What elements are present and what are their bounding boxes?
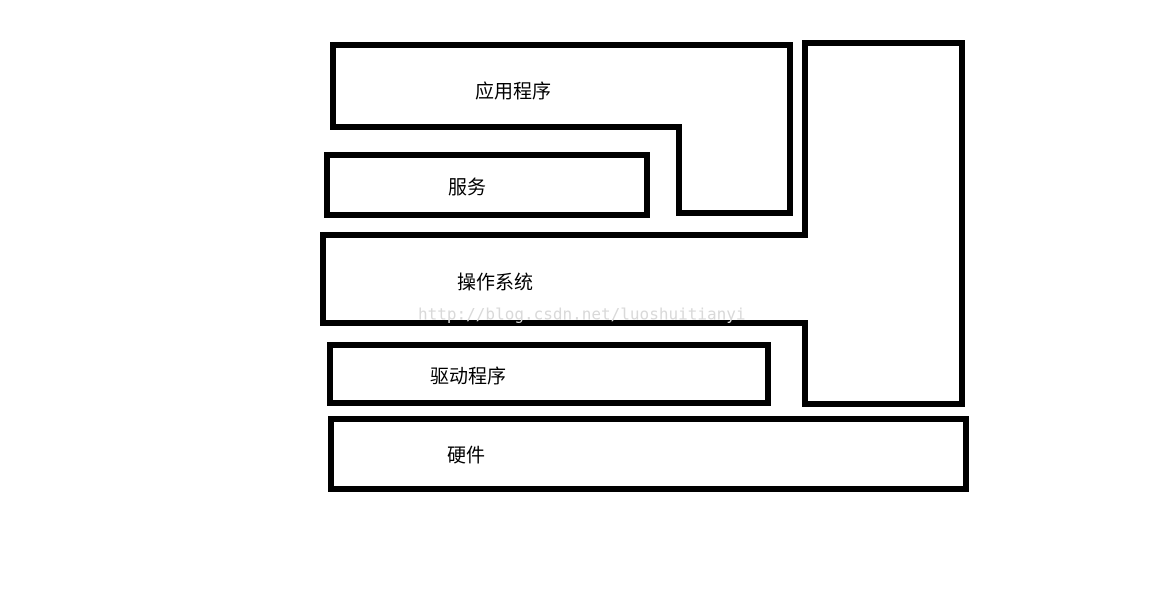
operating-system-layer: 操作系统 bbox=[320, 40, 965, 407]
driver-layer-label: 驱动程序 bbox=[430, 366, 506, 388]
service-layer: 服务 bbox=[324, 152, 650, 218]
application-layer-outline bbox=[330, 42, 793, 216]
service-layer-outline bbox=[324, 152, 650, 218]
hardware-layer-outline bbox=[328, 416, 969, 492]
driver-layer: 驱动程序 bbox=[327, 342, 771, 406]
application-layer-label: 应用程序 bbox=[475, 81, 551, 103]
hardware-layer-label: 硬件 bbox=[447, 445, 485, 467]
driver-layer-outline bbox=[327, 342, 771, 406]
watermark-text: http://blog.csdn.net/luoshuitianyi bbox=[418, 305, 746, 324]
operating-system-layer-label: 操作系统 bbox=[457, 272, 533, 294]
application-layer: 应用程序 bbox=[330, 42, 793, 216]
operating-system-layer-outline bbox=[320, 40, 965, 407]
hardware-layer: 硬件 bbox=[328, 416, 969, 492]
service-layer-label: 服务 bbox=[448, 177, 486, 199]
